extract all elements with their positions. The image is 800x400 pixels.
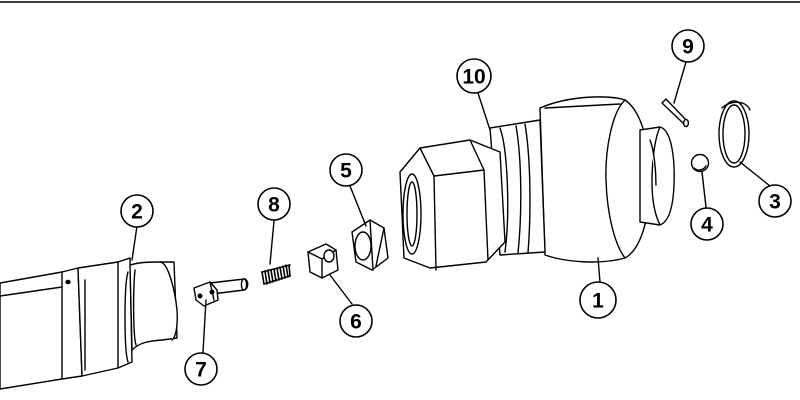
callout-2: 2 (120, 194, 154, 228)
callout-label-4: 4 (701, 214, 713, 237)
leader-6 (329, 274, 353, 305)
leader-5 (349, 185, 367, 227)
callout-8: 8 (257, 187, 291, 221)
callout-label-2: 2 (131, 201, 143, 224)
leader-1 (597, 257, 601, 283)
part-1-main-body (489, 96, 675, 263)
leader-2 (131, 225, 138, 261)
callout-3: 3 (758, 184, 792, 218)
leader-3 (739, 161, 771, 187)
leader-4 (701, 171, 707, 208)
callout-label-9: 9 (682, 36, 694, 59)
part-9-pin (661, 98, 690, 128)
leader-lines (131, 61, 771, 353)
callout-label-8: 8 (268, 194, 280, 217)
part-8-spring (261, 264, 291, 285)
leader-10 (477, 92, 491, 131)
part-4-ball (690, 153, 710, 173)
callout-label-7: 7 (195, 359, 207, 382)
callout-6: 6 (339, 304, 373, 338)
callout-label-1: 1 (592, 290, 604, 313)
part-5-cap-nut (351, 219, 389, 271)
callout-1: 1 (579, 281, 617, 319)
leader-7 (202, 299, 207, 353)
leader-9 (673, 61, 687, 104)
callout-label-6: 6 (350, 311, 362, 334)
callout-5: 5 (329, 153, 363, 187)
callout-7: 7 (184, 352, 218, 386)
callout-label-5: 5 (340, 160, 352, 183)
callout-label-3: 3 (769, 191, 781, 214)
part-3-ring (718, 100, 751, 168)
callout-9: 9 (671, 29, 705, 63)
callout-4: 4 (690, 207, 724, 241)
part-7-pin (193, 278, 249, 307)
callout-10: 10 (456, 58, 492, 94)
leader-8 (269, 220, 275, 265)
callout-label-10: 10 (462, 66, 485, 89)
part-6-hex-sleeve (307, 243, 339, 279)
part-10-hex-nut (399, 139, 506, 271)
part-2-coupling-body (0, 257, 178, 390)
